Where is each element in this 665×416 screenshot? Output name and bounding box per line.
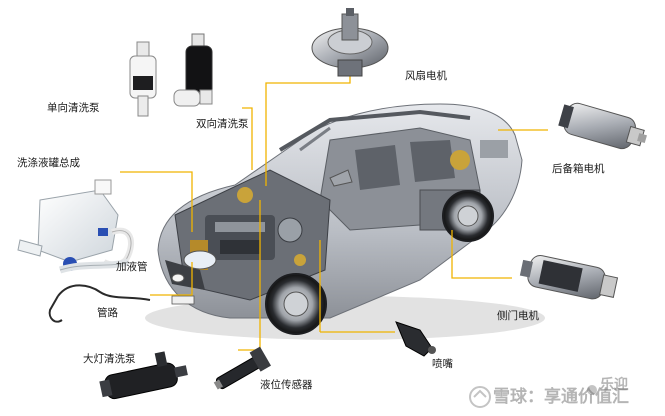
label-hose: 管路 <box>97 307 118 319</box>
single-pump-illustration <box>129 41 157 117</box>
label-trunk-motor: 后备箱电机 <box>552 163 605 175</box>
label-headlamp-pump: 大灯清洗泵 <box>83 353 136 365</box>
leader-fan-motor <box>265 75 351 186</box>
watermark-handle: 乐迎 <box>600 377 628 393</box>
label-door-motor: 侧门电机 <box>497 310 539 322</box>
label-reservoir: 洗涤液罐总成 <box>17 157 80 169</box>
leader-door-motor <box>451 230 512 279</box>
label-nozzle: 喷嘴 <box>432 358 453 370</box>
headlamp-pump-illustration <box>99 351 188 400</box>
nozzle-illustration <box>395 321 436 357</box>
cutaway-car <box>145 103 545 340</box>
label-level-sensor: 液位传感器 <box>260 379 313 391</box>
label-filler-pipe: 加液管 <box>116 261 148 273</box>
label-single-pump: 单向清洗泵 <box>47 102 100 114</box>
trunk-motor-illustration <box>558 102 647 150</box>
leader-dual-pump <box>242 107 253 170</box>
leader-reservoir <box>120 171 193 232</box>
watermark-logo-icon <box>469 385 597 408</box>
level-sensor-illustration <box>213 346 271 390</box>
door-motor-illustration <box>519 255 619 300</box>
fan-motor-illustration <box>311 8 389 77</box>
leader-hose <box>150 262 193 296</box>
filler-pipe-illustration <box>58 258 130 274</box>
reservoir-illustration <box>17 179 134 271</box>
watermark-text: 雪球：享通价值汇 <box>493 387 629 407</box>
dual-pump-illustration <box>173 33 213 107</box>
hose-illustration <box>48 284 151 323</box>
label-fan-motor: 风扇电机 <box>405 70 447 82</box>
label-dual-pump: 双向清洗泵 <box>196 118 249 130</box>
